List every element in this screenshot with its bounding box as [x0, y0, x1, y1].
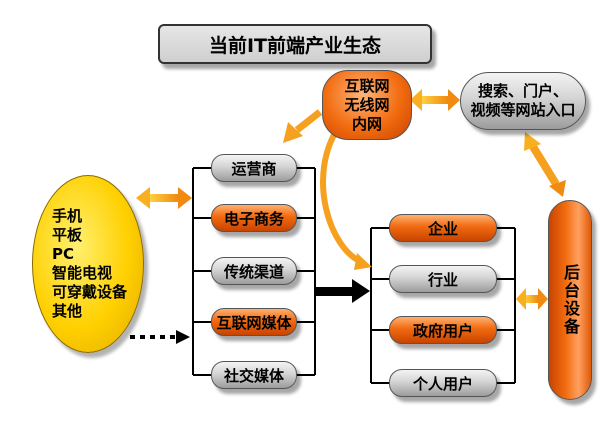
channel-ecommerce: 电子商务 — [211, 204, 297, 232]
channel-internet-media: 互联网媒体 — [211, 308, 297, 336]
users-right-bracket — [497, 227, 516, 384]
dotted-arrow — [130, 330, 190, 344]
internet-line: 无线网 — [344, 95, 390, 114]
device-item: 平板 — [52, 226, 83, 244]
channel-traditional: 传统渠道 — [211, 257, 297, 285]
user-industry: 行业 — [389, 265, 497, 293]
devices-ellipse — [32, 175, 144, 353]
channels-bracket — [192, 167, 211, 376]
portals-line: 搜索、门户、 — [477, 82, 568, 100]
users-left-bracket — [370, 227, 389, 384]
users-backend-arrow — [516, 288, 548, 310]
device-item: 其他 — [52, 302, 83, 320]
device-item: 手机 — [52, 207, 83, 225]
devices-channels-arrow — [136, 187, 192, 209]
user-enterprise: 企业 — [389, 214, 497, 242]
internet-search-arrow — [410, 89, 460, 111]
portals-node: 搜索、门户、 视频等网站入口 — [460, 72, 586, 130]
internet-to-carrier-arrow — [283, 109, 323, 143]
internet-line: 内网 — [351, 114, 382, 133]
device-item: 可穿戴设备 — [52, 283, 128, 301]
channel-social-media: 社交媒体 — [211, 361, 297, 389]
internet-to-users-arrow — [320, 123, 372, 270]
channel-carrier: 运营商 — [211, 154, 297, 182]
internet-line: 互联网 — [344, 76, 390, 95]
channels-to-users-arrow — [315, 279, 370, 303]
device-item: 智能电视 — [52, 264, 113, 282]
devices-list: 手机 平板 PC 智能电视 可穿戴设备 其他 — [52, 207, 127, 321]
user-government: 政府用户 — [389, 316, 497, 344]
user-individual: 个人用户 — [389, 369, 497, 397]
channels-right-bracket — [297, 167, 316, 376]
diagram-title: 当前IT前端产业生态 — [158, 24, 432, 64]
internet-node: 互联网 无线网 内网 — [322, 70, 412, 140]
search-backend-arrow — [524, 132, 566, 197]
portals-line: 视频等网站入口 — [470, 101, 576, 119]
device-item: PC — [52, 245, 75, 263]
backend-devices: 后台设备 — [548, 200, 592, 400]
